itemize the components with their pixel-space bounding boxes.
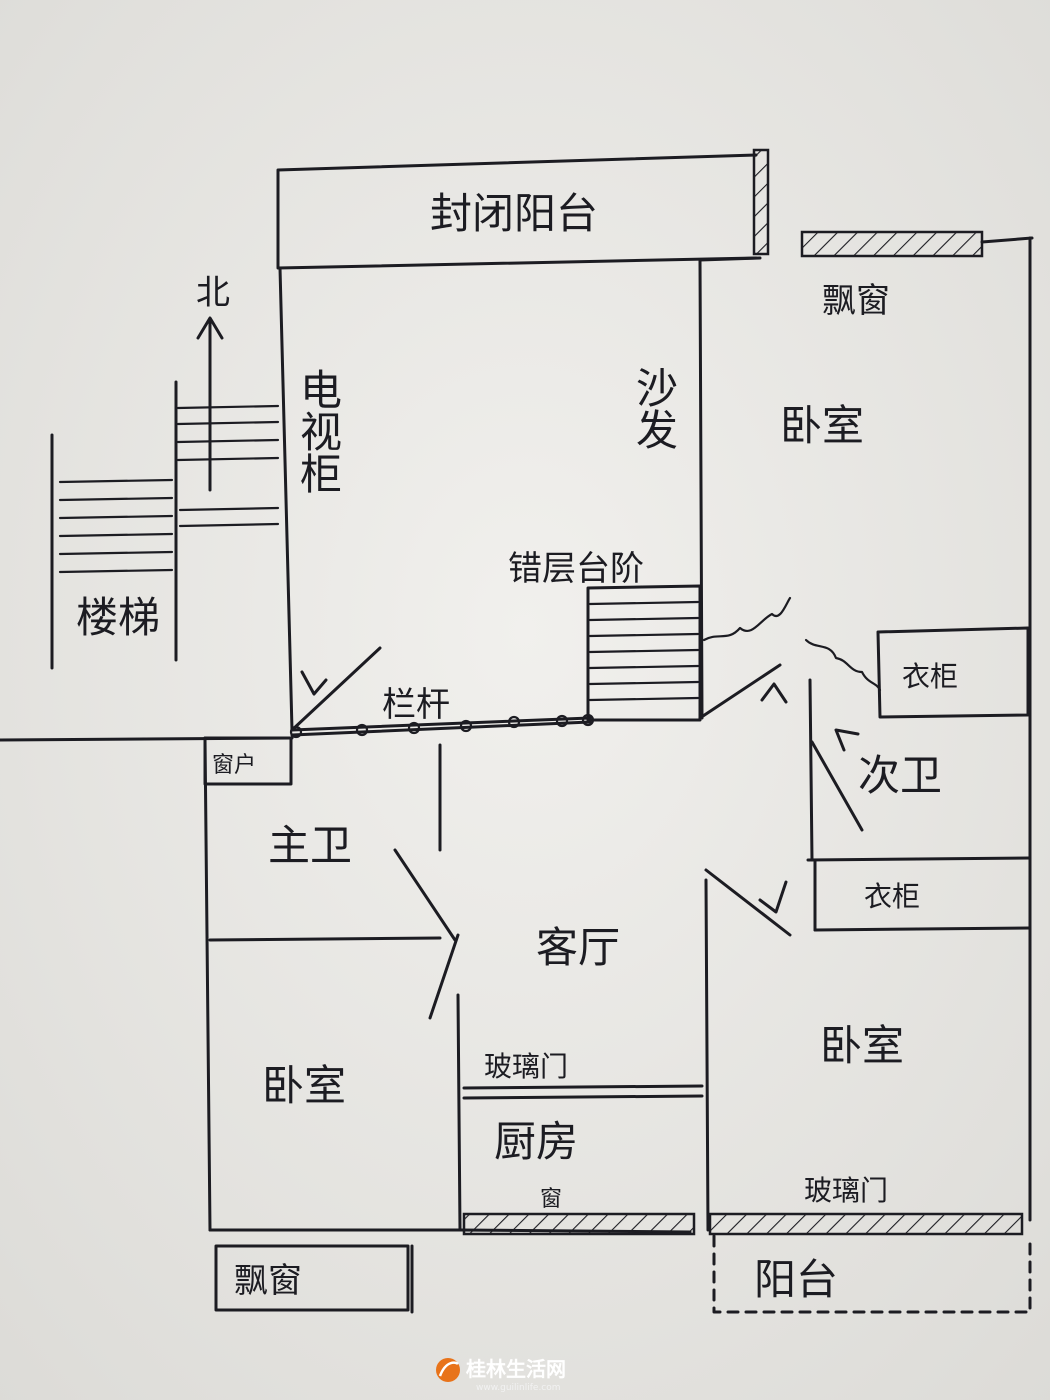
window-box [203, 736, 293, 786]
kitchen-window-hatch [462, 1212, 696, 1236]
label-bay-window-top: 飘窗 [822, 281, 890, 321]
walls [0, 236, 1032, 1234]
label-kitchen: 厨房 [494, 1117, 578, 1166]
label-tv-cabinet: 电视柜 [294, 368, 343, 494]
balcony-wall-hatch [752, 148, 770, 256]
label-enclosed-balcony: 封闭阳台 [430, 189, 598, 238]
label-second-bath: 次卫 [858, 751, 942, 800]
label-glass-door-balcony: 玻璃门 [804, 1174, 888, 1207]
split-level-steps-drawing [586, 584, 702, 722]
label-wardrobe-1: 衣柜 [902, 660, 958, 693]
label-bedroom-sw: 卧室 [262, 1061, 346, 1110]
label-glass-door-kitchen: 玻璃门 [484, 1050, 568, 1083]
balcony-glass-door-hatch [708, 1212, 1024, 1236]
label-north: 北 [196, 273, 230, 313]
label-bedroom-se: 卧室 [820, 1021, 904, 1070]
label-railing: 栏杆 [382, 685, 450, 725]
label-stairs: 楼梯 [76, 593, 160, 642]
bay-window-line [980, 236, 1034, 244]
label-sofa: 沙发 [630, 366, 679, 450]
label-bay-window-bottom: 飘窗 [234, 1261, 302, 1301]
watermark-url: www.guilinlife.com [476, 1383, 561, 1393]
enclosed-balcony [276, 148, 770, 270]
balcony-dashed-outline [712, 1234, 1032, 1314]
label-wardrobe-2: 衣柜 [864, 880, 920, 913]
label-window: 窗户 [212, 753, 256, 778]
label-master-bath: 主卫 [268, 821, 352, 870]
bay-window-hatch-top [800, 230, 984, 258]
north-arrow [196, 316, 224, 492]
doors [290, 596, 882, 1020]
bay-window-bottom-box [214, 1244, 410, 1312]
label-balcony: 阳台 [754, 1255, 838, 1304]
label-kitchen-window: 窗 [540, 1187, 562, 1212]
railing-drawing [289, 713, 595, 739]
stairs-drawing [50, 380, 280, 670]
glass-door-kitchen-lines [462, 1084, 704, 1100]
label-living-room: 客厅 [536, 923, 620, 972]
watermark: 桂林生活网 www.guilinlife.com [436, 1357, 566, 1393]
label-bedroom-ne: 卧室 [780, 401, 864, 450]
label-split-level-steps: 错层台阶 [508, 549, 644, 589]
watermark-logo-icon [436, 1358, 460, 1382]
watermark-brand: 桂林生活网 [465, 1357, 566, 1381]
